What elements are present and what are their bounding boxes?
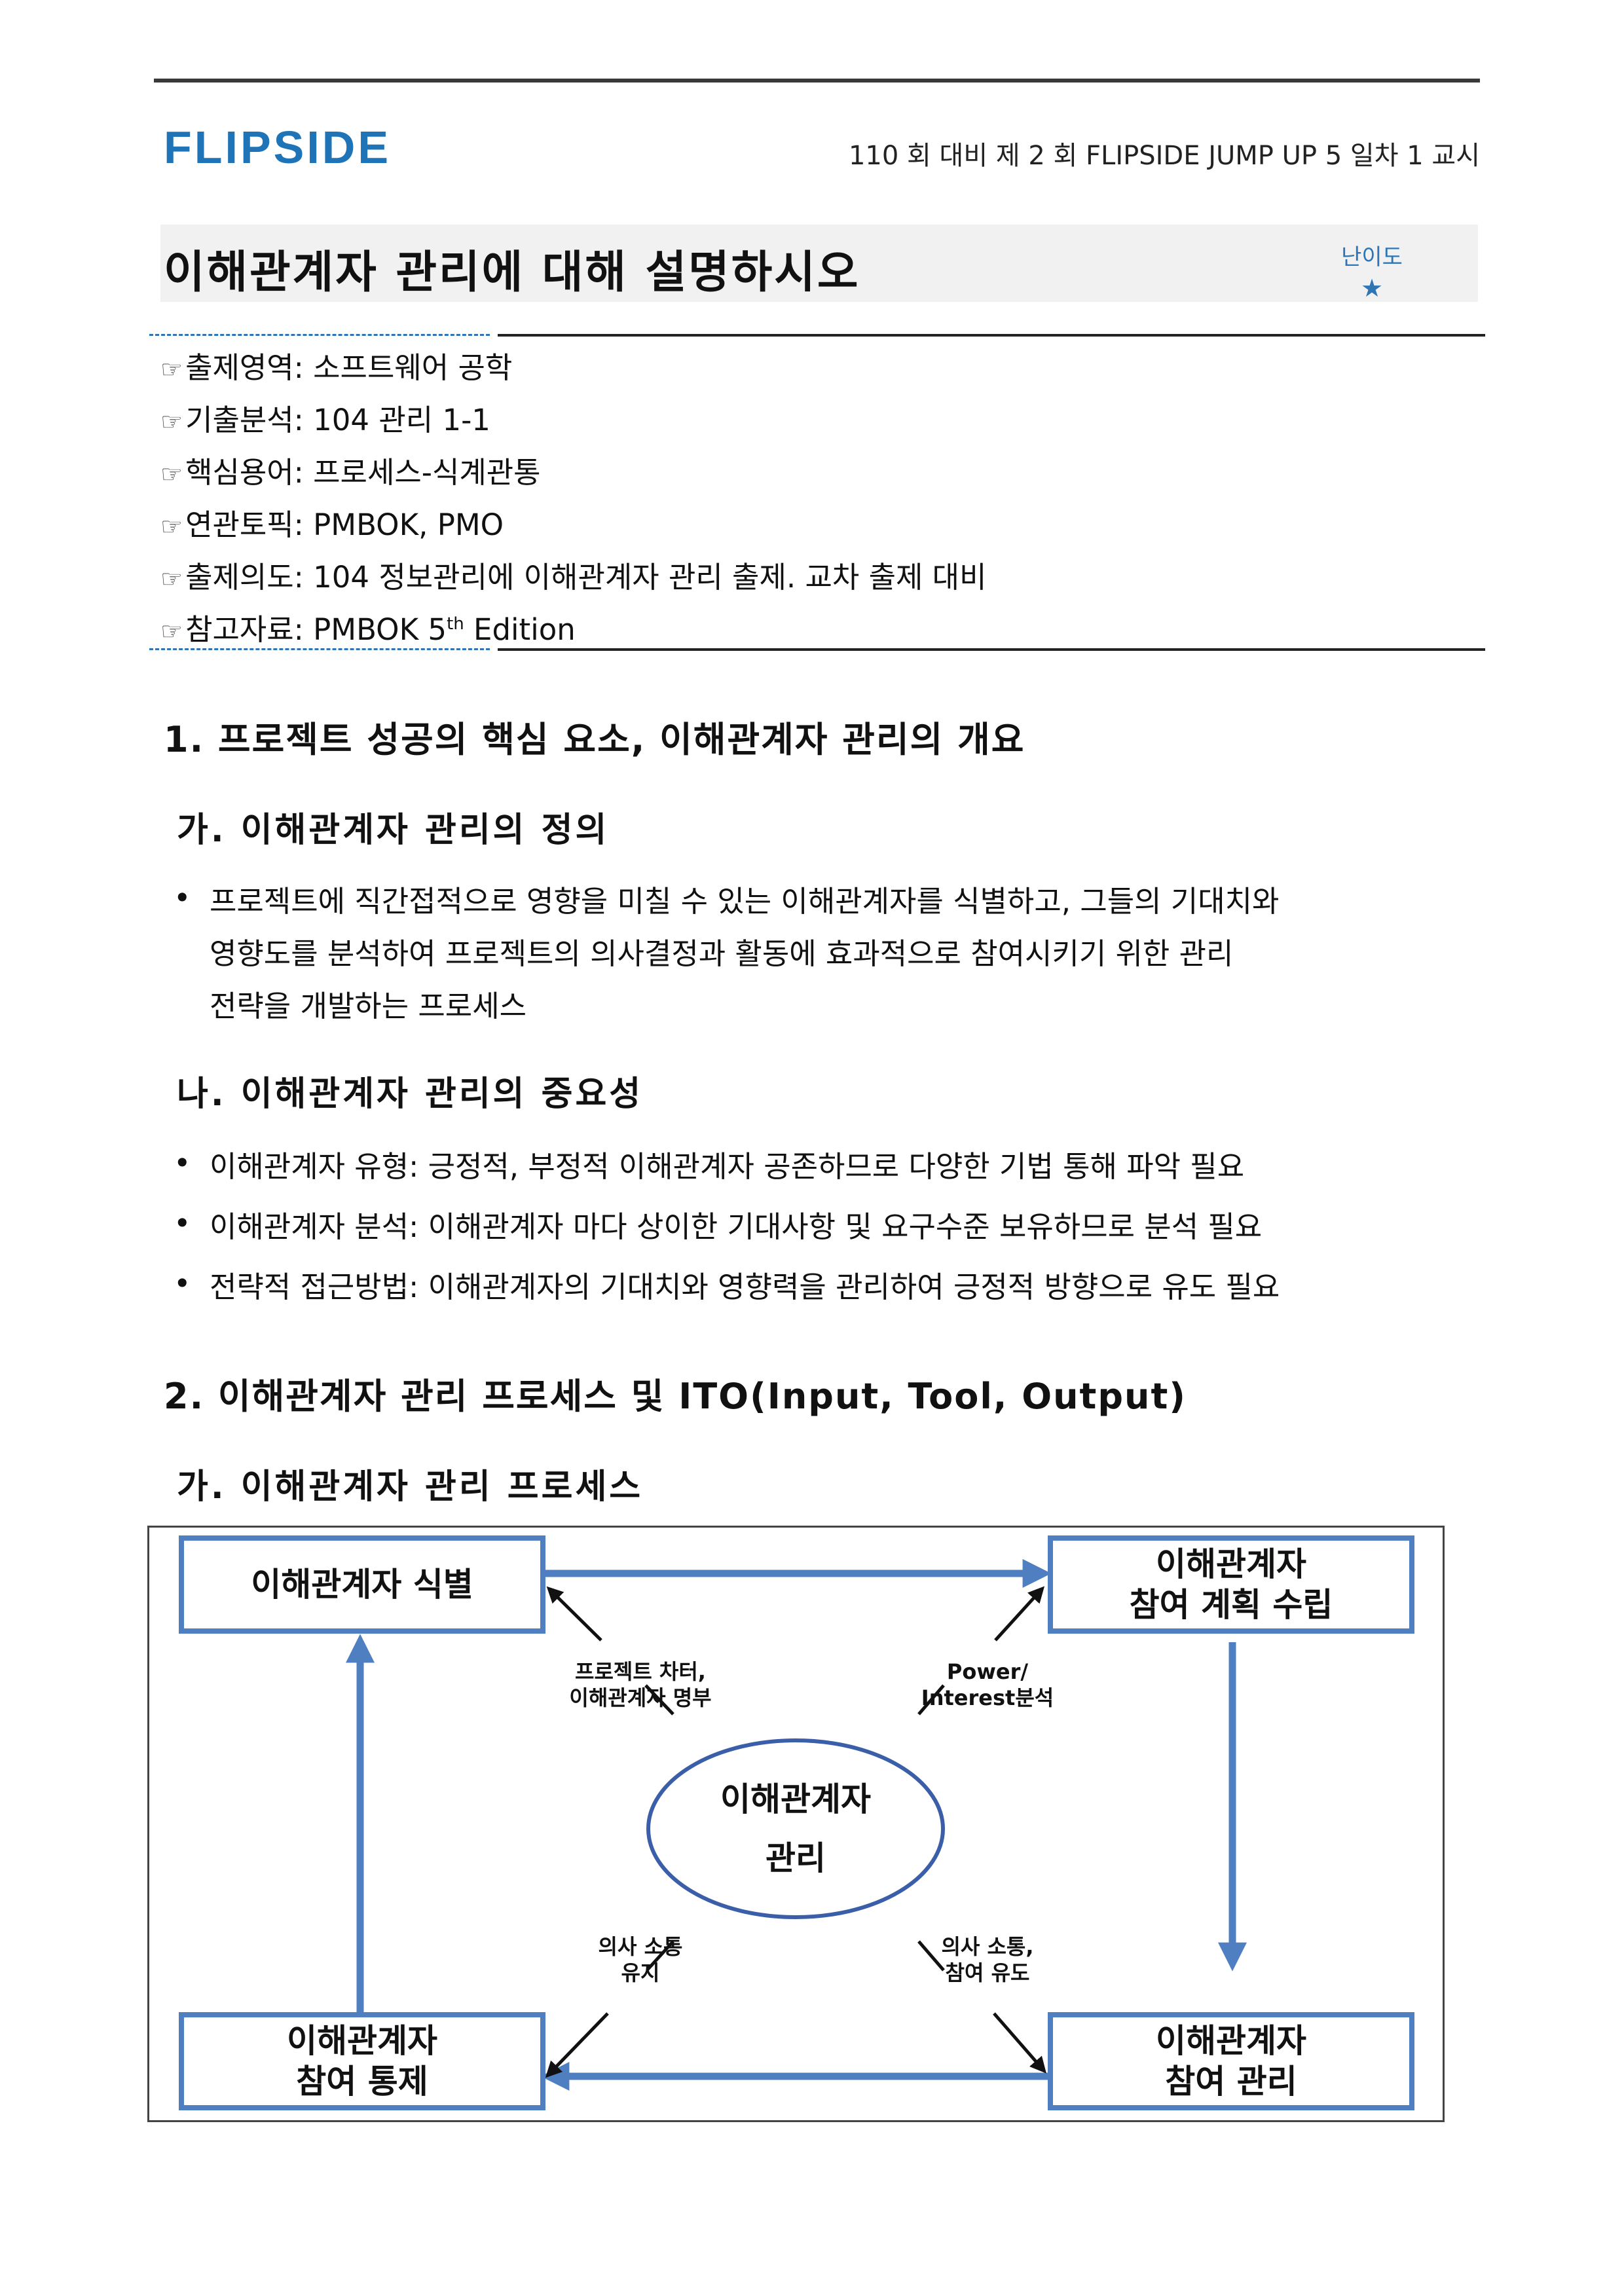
label-top-right: Power/ Interest분석 <box>921 1659 1054 1710</box>
flipside-logo: FLIPSIDE <box>164 122 392 173</box>
section1-heading: 1. 프로젝트 성공의 핵심 요소, 이해관계자 관리의 개요 <box>164 719 1025 760</box>
title-box <box>160 225 1478 302</box>
bullet-dot: • <box>174 881 191 915</box>
connector-bl-outer <box>545 2012 609 2078</box>
center-label: 이해관계자 관리 <box>720 1780 871 1877</box>
info-rule-top <box>498 334 1485 337</box>
info-row: ☞출제의도: 104 정보관리에 이해관계자 관리 출제. 교차 출제 대비 <box>160 560 987 595</box>
pointing-hand-icon: ☞ <box>160 564 183 593</box>
definition-line: 전략을 개발하는 프로세스 <box>210 989 527 1023</box>
info-row: ☞연관토픽: PMBOK, PMO <box>160 507 504 542</box>
info-dash-top <box>149 334 490 336</box>
info-row: ☞핵심용어: 프로세스-식계관통 <box>160 455 541 490</box>
section1-sub-b-heading: 나. 이해관계자 관리의 중요성 <box>177 1074 644 1114</box>
bullet-dot: • <box>174 1146 191 1181</box>
importance-bullet: 이해관계자 유형: 긍정적, 부정적 이해관계자 공존하므로 다양한 기법 통해… <box>210 1149 1245 1184</box>
pointing-hand-icon: ☞ <box>160 407 183 436</box>
info-rule-bottom <box>498 648 1485 651</box>
header-info: 110 회 대비 제 2 회 FLIPSIDE JUMP UP 5 일차 1 교… <box>848 141 1480 171</box>
info-row: ☞기출분석: 104 관리 1-1 <box>160 403 490 437</box>
section1-sub-a-heading: 가. 이해관계자 관리의 정의 <box>177 811 610 850</box>
info-row: ☞출제영역: 소프트웨어 공학 <box>160 350 513 385</box>
pointing-hand-icon: ☞ <box>160 460 183 488</box>
info-dash-bottom <box>149 648 490 650</box>
pointing-hand-icon: ☞ <box>160 512 183 541</box>
pointing-hand-icon: ☞ <box>160 355 183 384</box>
label-bottom-left: 의사 소통 유지 <box>598 1934 683 1985</box>
diagram-connectors <box>346 1559 1247 2091</box>
section2-sub-a-heading: 가. 이해관계자 관리 프로세스 <box>177 1467 644 1507</box>
importance-bullet: 전략적 접근방법: 이해관계자의 기대치와 영향력을 관리하여 긍정적 방향으로… <box>210 1270 1280 1304</box>
box-stakeholder-identify: 이해관계자 식별 <box>179 1535 545 1634</box>
section2-heading: 2. 이해관계자 관리 프로세스 및 ITO(Input, Tool, Outp… <box>164 1376 1187 1417</box>
center-ellipse <box>646 1738 945 1919</box>
connector-tl-outer <box>546 1586 602 1642</box>
difficulty-star-icon: ★ <box>1360 274 1384 303</box>
info-row-reference: ☞참고자료: PMBOK 5th Edition <box>160 612 576 647</box>
difficulty-label: 난이도 <box>1341 244 1403 270</box>
connector-br-inner <box>917 1940 945 1972</box>
pointing-hand-icon: ☞ <box>160 617 183 646</box>
connector-tr-outer <box>994 1586 1045 1642</box>
label-top-left: 프로젝트 차터, 이해관계자 명부 <box>569 1659 712 1710</box>
importance-bullet: 이해관계자 분석: 이해관계자 마다 상이한 기대사항 및 요구수준 보유하므로… <box>210 1209 1263 1244</box>
connector-br-outer <box>993 2012 1046 2074</box>
bullet-dot: • <box>174 1206 191 1241</box>
bullet-dot: • <box>174 1266 191 1301</box>
top-rule <box>154 79 1480 83</box>
connector-tl-inner <box>644 1684 674 1716</box>
connector-bl-inner <box>646 1940 674 1972</box>
definition-line: 영향도를 분석하여 프로젝트의 의사결정과 활동에 효과적으로 참여시키기 위한… <box>210 936 1234 971</box>
label-bottom-right: 의사 소통, 참여 유도 <box>941 1934 1034 1985</box>
definition-line: 프로젝트에 직간접적으로 영향을 미칠 수 있는 이해관계자를 식별하고, 그들… <box>210 884 1280 919</box>
connector-tr-inner <box>917 1684 945 1716</box>
page-title: 이해관계자 관리에 대해 설명하시오 <box>164 247 860 299</box>
